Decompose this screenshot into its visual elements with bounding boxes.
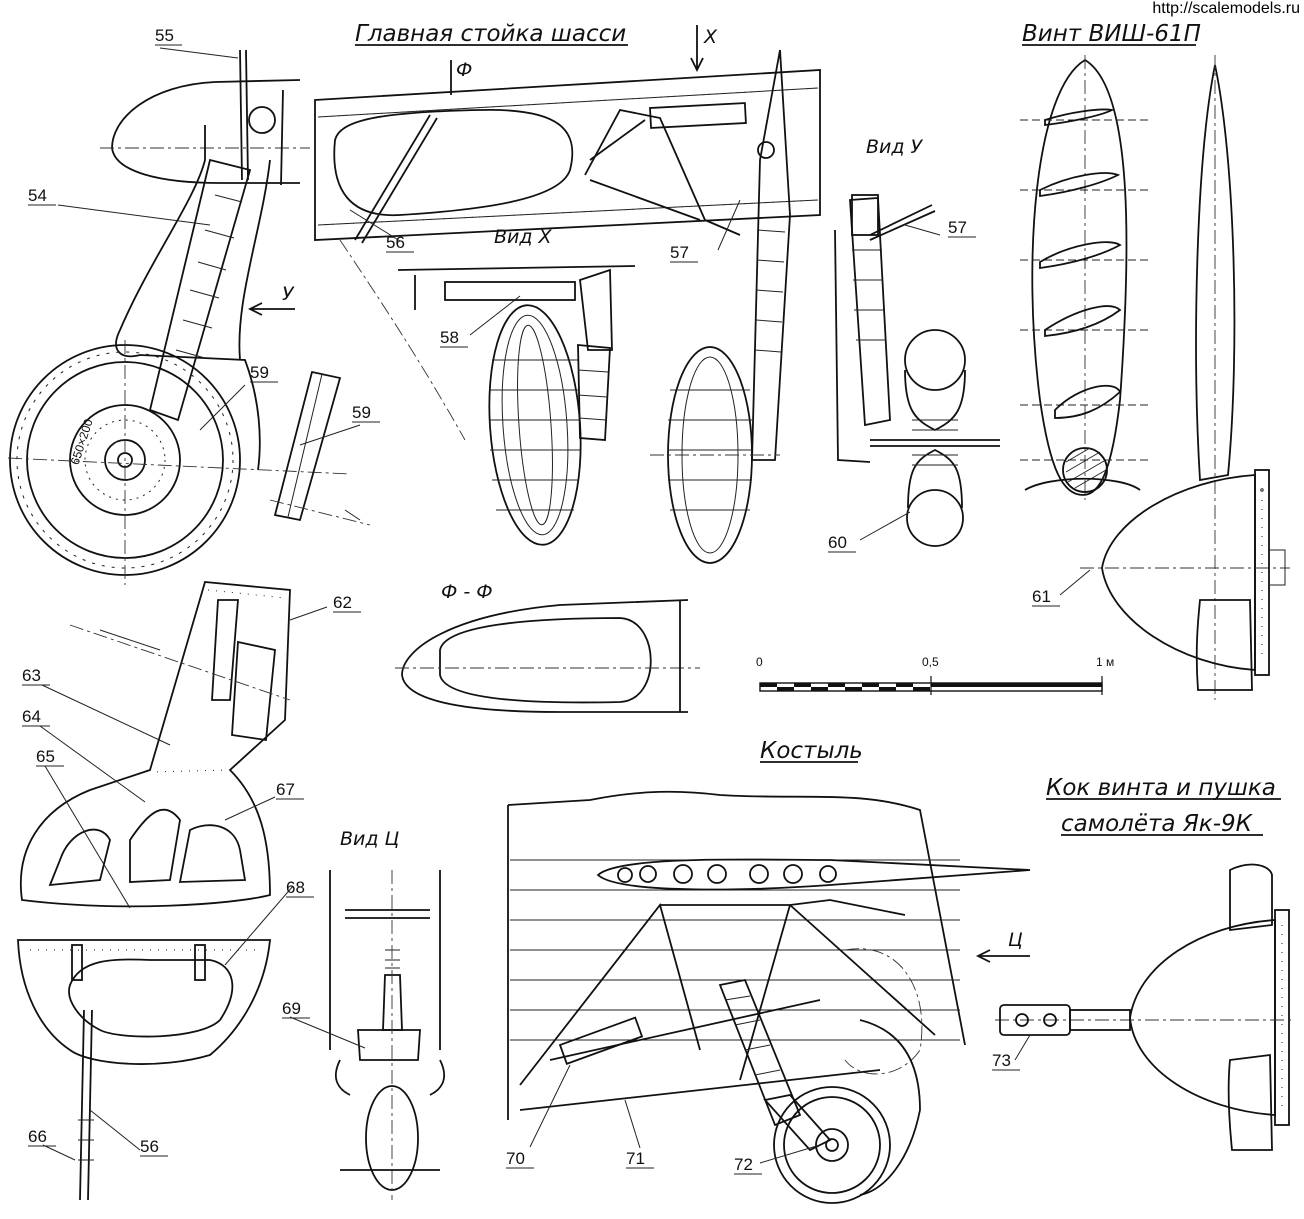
callout-57-view: 57 xyxy=(948,218,967,237)
callout-58: 58 xyxy=(440,328,459,347)
title-main-gear: Главная стойка шасси xyxy=(355,21,626,47)
view-x-wheel xyxy=(488,304,582,546)
callout-73: 73 xyxy=(992,1051,1011,1070)
source-watermark: http://scalemodels.ru xyxy=(1148,0,1304,18)
title-view-u: Вид У xyxy=(866,136,924,158)
propeller-blade xyxy=(1020,55,1236,700)
tire-size-label: 650×200 xyxy=(68,417,96,466)
title-tailwheel: Костыль xyxy=(760,738,863,764)
marker-ts-label: Ц xyxy=(1008,929,1023,951)
leader-lines xyxy=(39,47,1091,1164)
scale-label-end: 1 м xyxy=(1096,655,1114,669)
marker-x-arrow xyxy=(690,25,704,73)
gear-door-lower xyxy=(17,939,271,1201)
callout-60: 60 xyxy=(828,533,847,552)
callout-55: 55 xyxy=(155,26,174,45)
callout-67: 67 xyxy=(276,780,295,799)
callout-64: 64 xyxy=(22,707,41,726)
gear-pivot xyxy=(248,106,276,134)
callout-72: 72 xyxy=(734,1155,753,1174)
spinner-top xyxy=(1080,469,1290,691)
marker-u-label: У xyxy=(282,283,295,305)
callout-66: 66 xyxy=(28,1127,47,1146)
wing-retraction-view xyxy=(314,49,821,461)
tailwheel-tire xyxy=(773,1086,891,1204)
callout-59-wheel: 59 xyxy=(250,363,269,382)
view-ts-rear xyxy=(329,870,445,1200)
marker-ts-arrow xyxy=(975,949,1030,963)
callout-56-upper: 56 xyxy=(386,233,405,252)
title-propeller: Винт ВИШ-61П xyxy=(1022,21,1201,47)
gear-door-upper xyxy=(20,581,291,908)
callout-68: 68 xyxy=(286,878,305,897)
callout-71: 71 xyxy=(626,1149,645,1168)
marker-f-label: Ф xyxy=(456,59,472,81)
callout-62: 62 xyxy=(333,593,352,612)
title-view-x: Вид Х xyxy=(494,226,553,248)
callout-63: 63 xyxy=(22,666,41,685)
view-u-side xyxy=(834,194,1000,547)
hinge-detail-59 xyxy=(269,370,371,526)
callout-57-wing: 57 xyxy=(670,243,689,262)
view-x-front xyxy=(397,265,780,564)
callout-61: 61 xyxy=(1032,587,1051,606)
callout-54: 54 xyxy=(28,186,47,205)
callout-70: 70 xyxy=(506,1149,525,1168)
section-f-f xyxy=(395,599,700,713)
tailwheel-assembly xyxy=(507,790,1031,1204)
marker-x-label: Х xyxy=(703,26,718,48)
title-spinner-line1: Кок винта и пушка xyxy=(1046,775,1276,801)
marker-u-arrow xyxy=(247,302,295,316)
scale-label-start: 0 xyxy=(756,655,763,669)
title-section-f: Ф - Ф xyxy=(441,581,493,603)
callout-69: 69 xyxy=(282,999,301,1018)
title-view-ts: Вид Ц xyxy=(340,828,400,850)
callout-59-hinge: 59 xyxy=(352,403,371,422)
scale-label-mid: 0,5 xyxy=(922,655,939,669)
callout-65: 65 xyxy=(36,747,55,766)
title-spinner-line2: самолёта Як-9К xyxy=(1061,811,1254,837)
spinner-cannon xyxy=(995,863,1295,1151)
callout-56-lower: 56 xyxy=(140,1137,159,1156)
main-gear-side-view: 650×200 xyxy=(7,49,351,585)
scale-bar xyxy=(759,676,1103,695)
